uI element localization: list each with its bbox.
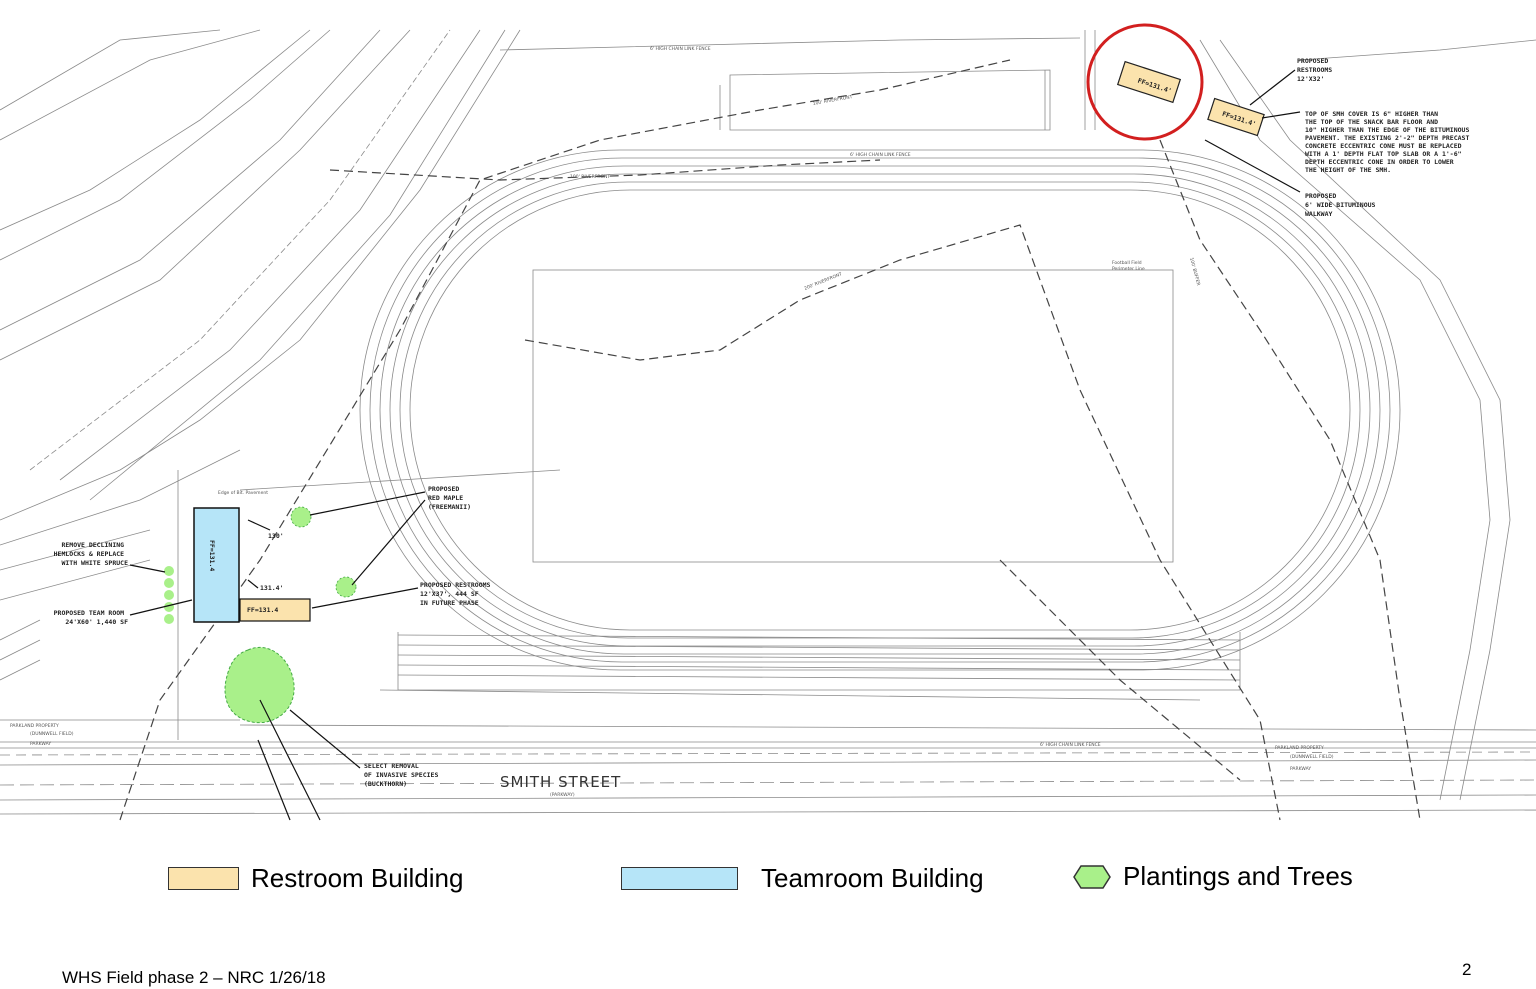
annotation-red-maple: PROPOSED RED MAPLE (FREEMANII) xyxy=(428,485,471,511)
riverfront-label-a: 100' RIVERFRONT xyxy=(570,174,610,180)
riverfront-label-b: 200' RIVERFRONT xyxy=(804,271,844,292)
street-name: SMITH STREET xyxy=(500,773,621,791)
street-subtitle: (PARKWAY) xyxy=(550,792,575,798)
elevation-130: 130' xyxy=(268,532,284,540)
buffer-label: 100' BUFFER xyxy=(1188,257,1201,286)
svg-text:FF=131.4: FF=131.4 xyxy=(208,540,216,571)
pavement-edge-label: Edge of Bit. Pavement xyxy=(218,490,268,496)
annotation-team-room: PROPOSED TEAM ROOM 24'X60' 1,440 SF xyxy=(54,609,128,626)
legend-label: Restroom Building xyxy=(251,863,464,893)
hexagon-swatch-icon xyxy=(1073,864,1111,889)
fence-label-south: 6' HIGH CHAIN LINK FENCE xyxy=(1040,742,1101,748)
restroom-building-ne: FF=131.4' xyxy=(1207,97,1265,137)
leader-lines xyxy=(129,69,1301,821)
restroom-building-sw: FF=131.4 xyxy=(239,598,311,622)
teamroom-building: FF=131.4 xyxy=(193,507,240,623)
annotation-restroom-future: PROPOSED RESTROOMS 12'X37', 444 SF IN FU… xyxy=(420,581,494,607)
legend-label: Teamroom Building xyxy=(761,863,984,893)
riverfront-label-c: 100' RIVERFRONT xyxy=(812,94,853,107)
svg-text:FF=131.4: FF=131.4 xyxy=(247,606,278,614)
restroom-building-ne-circled: FF=131.4' xyxy=(1116,60,1182,104)
annotation-walkway: PROPOSED 6' WIDE BITUMINOUS WALKWAY xyxy=(1305,192,1379,218)
legend-item-restroom: Restroom Building xyxy=(168,863,463,894)
annotation-hemlocks: REMOVE DECLINING HEMLOCKS & REPLACE WITH… xyxy=(54,541,128,567)
annotation-restroom-ne: PROPOSED RESTROOMS 12'X32' xyxy=(1297,57,1336,83)
page-number: 2 xyxy=(1462,960,1472,979)
background-linework xyxy=(0,29,1536,815)
plantings-group xyxy=(164,506,357,724)
highlight-circle xyxy=(1086,23,1204,141)
legend-label: Plantings and Trees xyxy=(1123,861,1353,891)
footer-caption: WHS Field phase 2 – NRC 1/26/18 xyxy=(62,968,326,987)
parkland-west: PARKLAND PROPERTY (DUNNWELL FIELD) PARKW… xyxy=(10,723,75,747)
fence-label-top: 6' HIGH CHAIN LINK FENCE xyxy=(650,46,711,52)
teamroom-swatch-icon xyxy=(621,867,738,890)
parkland-east: PARKLAND PROPERTY (DUNNWELL FIELD) PARKW… xyxy=(1275,745,1335,772)
annotation-smh: TOP OF SMH COVER IS 6" HIGHER THAN THE T… xyxy=(1305,110,1473,174)
elevation-131: 131.4' xyxy=(260,584,283,592)
legend-item-teamroom: Teamroom Building xyxy=(621,863,984,894)
fence-label-north: 6' HIGH CHAIN LINK FENCE xyxy=(850,152,911,158)
restroom-swatch-icon xyxy=(168,867,239,890)
legend-item-plantings: Plantings and Trees xyxy=(1073,861,1353,892)
field-perimeter-label: Football Field Perimeter Line xyxy=(1112,260,1145,272)
riverfront-lines xyxy=(119,59,1421,821)
site-plan-drawing: FF=131.4' FF=131.4' FF=131.4 FF=131.4 xyxy=(0,23,1536,821)
annotation-invasive: SELECT REMOVAL OF INVASIVE SPECIES (BUCK… xyxy=(364,762,442,788)
